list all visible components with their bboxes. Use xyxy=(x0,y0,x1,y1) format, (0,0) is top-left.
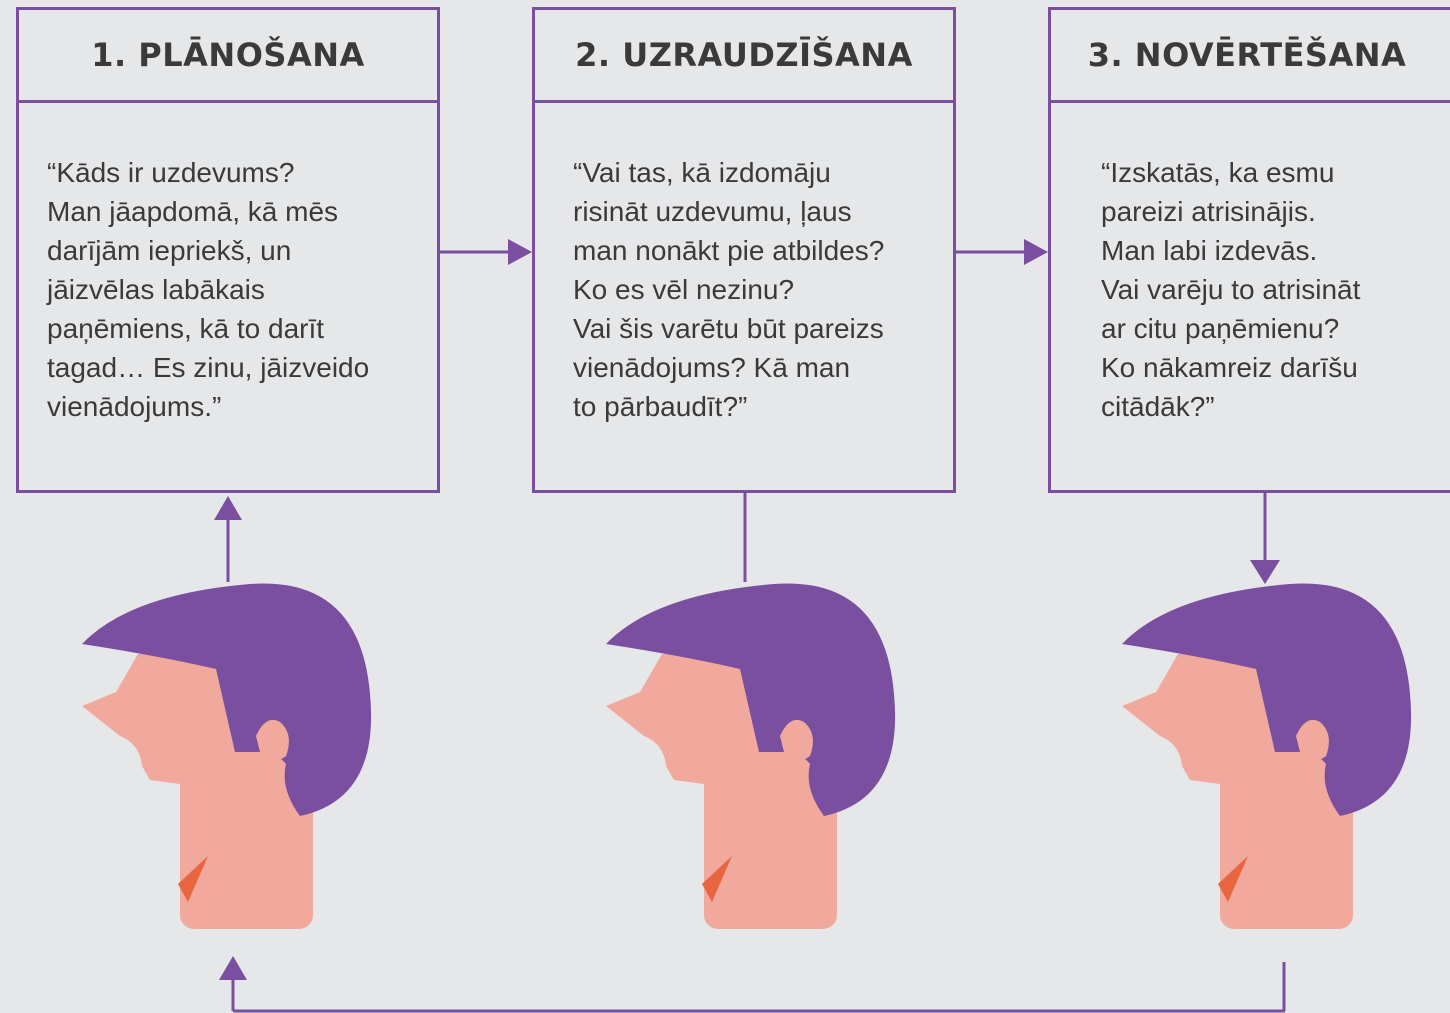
quote-line: jāizvēlas labākais xyxy=(47,274,265,305)
step-quote: “Izskatās, ka esmu pareizi atrisinājis. … xyxy=(1051,103,1450,426)
head-1-up-arrow-icon xyxy=(214,496,242,520)
feedback-loop-up-arrow-icon xyxy=(219,956,247,980)
step-header: 2. UZRAUDZĪŠANA xyxy=(535,10,953,103)
quote-line: “Kāds ir uzdevums? xyxy=(47,157,295,188)
quote-line: Vai šis varētu būt pareizs xyxy=(573,313,884,344)
quote-line: tagad… Es zinu, jāizveido xyxy=(47,352,370,383)
step-header: 3. NOVĒRTĒŠANA xyxy=(1051,10,1450,103)
step-box-evaluation: 3. NOVĒRTĒŠANA “Izskatās, ka esmu pareiz… xyxy=(1048,7,1450,493)
quote-line: Vai varēju to atrisināt xyxy=(1101,274,1361,305)
quote-line: man nonākt pie atbildes? xyxy=(573,235,885,266)
quote-line: Ko nākamreiz darīšu xyxy=(1101,352,1358,383)
quote-line: “Izskatās, ka esmu xyxy=(1101,157,1335,188)
step-title: 1. PLĀNOŠANA xyxy=(91,36,365,74)
head-profile-icon xyxy=(82,583,372,929)
step-box-planning: 1. PLĀNOŠANA “Kāds ir uzdevums? Man jāap… xyxy=(16,7,440,493)
step-box-monitoring: 2. UZRAUDZĪŠANA “Vai tas, kā izdomāju ri… xyxy=(532,7,956,493)
quote-line: darījām iepriekš, un xyxy=(47,235,292,266)
step-quote: “Kāds ir uzdevums? Man jāapdomā, kā mēs … xyxy=(19,103,437,426)
head-3-down-arrow-icon xyxy=(1250,560,1280,584)
head-profile-icon xyxy=(606,583,896,929)
quote-line: vienādojums? Kā man xyxy=(573,352,851,383)
step-quote: “Vai tas, kā izdomāju risināt uzdevumu, … xyxy=(535,103,953,426)
step-header: 1. PLĀNOŠANA xyxy=(19,10,437,103)
quote-line: ar citu paņēmienu? xyxy=(1101,313,1340,344)
quote-line: Man jāapdomā, kā mēs xyxy=(47,196,339,227)
arrow-1-to-2-icon xyxy=(508,239,532,265)
quote-line: risināt uzdevumu, ļaus xyxy=(573,196,852,227)
quote-line: paņēmiens, kā to darīt xyxy=(47,313,325,344)
quote-line: pareizi atrisinājis. xyxy=(1101,196,1316,227)
quote-line: citādāk?” xyxy=(1101,391,1215,422)
arrow-2-to-3-icon xyxy=(1024,239,1048,265)
step-title: 3. NOVĒRTĒŠANA xyxy=(1087,36,1407,74)
quote-line: “Vai tas, kā izdomāju xyxy=(573,157,831,188)
quote-line: to pārbaudīt?” xyxy=(573,391,748,422)
quote-line: Man labi izdevās. xyxy=(1101,235,1318,266)
quote-line: Ko es vēl nezinu? xyxy=(573,274,795,305)
quote-line: vienādojums.” xyxy=(47,391,222,422)
head-profile-icon xyxy=(1122,583,1412,929)
step-title: 2. UZRAUDZĪŠANA xyxy=(575,36,913,74)
